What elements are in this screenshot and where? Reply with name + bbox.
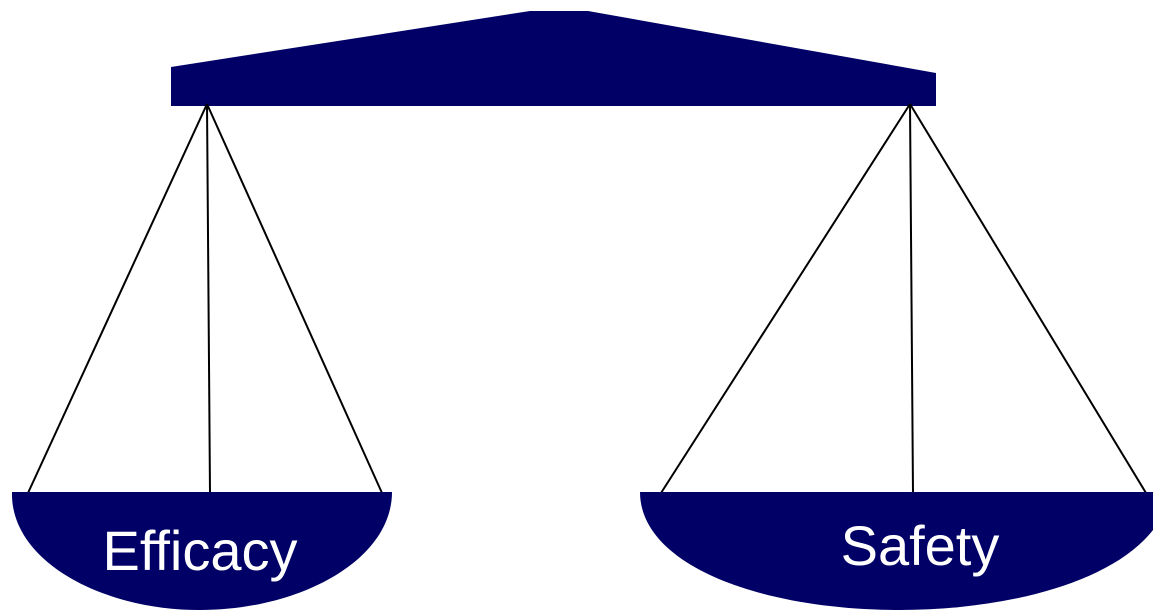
- left-rope-center: [207, 104, 210, 493]
- left-rope-outer: [28, 104, 207, 493]
- right-rope-outer: [910, 104, 1146, 493]
- right-rope-center: [910, 104, 913, 493]
- right-rope-inner: [661, 104, 910, 493]
- left-rope-inner: [207, 104, 382, 493]
- right-pan-label: Safety: [841, 514, 1000, 577]
- right-ropes: [661, 104, 1146, 493]
- left-ropes: [28, 104, 382, 493]
- scale-beam: [171, 11, 936, 106]
- left-pan-label: Efficacy: [102, 519, 297, 582]
